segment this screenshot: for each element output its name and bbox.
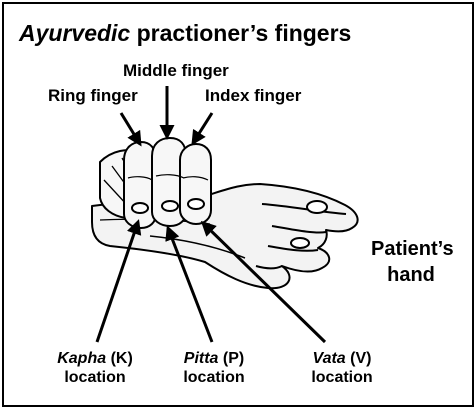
pitta-word: location: [164, 368, 264, 387]
pitta-abbr: (P): [218, 350, 244, 367]
pitta-location-label: Pitta (P) location: [164, 349, 264, 387]
vata-abbr: (V): [346, 350, 372, 367]
kapha-location-label: Kapha (K) location: [45, 349, 145, 387]
kapha-word: location: [45, 368, 145, 387]
ring-finger-arrow: [121, 113, 140, 144]
pitta-name: Pitta: [184, 350, 219, 367]
practitioner-fingers-drawing: [100, 138, 211, 228]
finger-arrows: [121, 86, 212, 144]
kapha-abbr: (K): [106, 350, 133, 367]
vata-name: Vata: [313, 350, 346, 367]
kapha-name: Kapha: [57, 350, 106, 367]
vata-location-label: Vata (V) location: [292, 349, 392, 387]
index-finger-arrow: [193, 113, 212, 143]
vata-word: location: [292, 368, 392, 387]
